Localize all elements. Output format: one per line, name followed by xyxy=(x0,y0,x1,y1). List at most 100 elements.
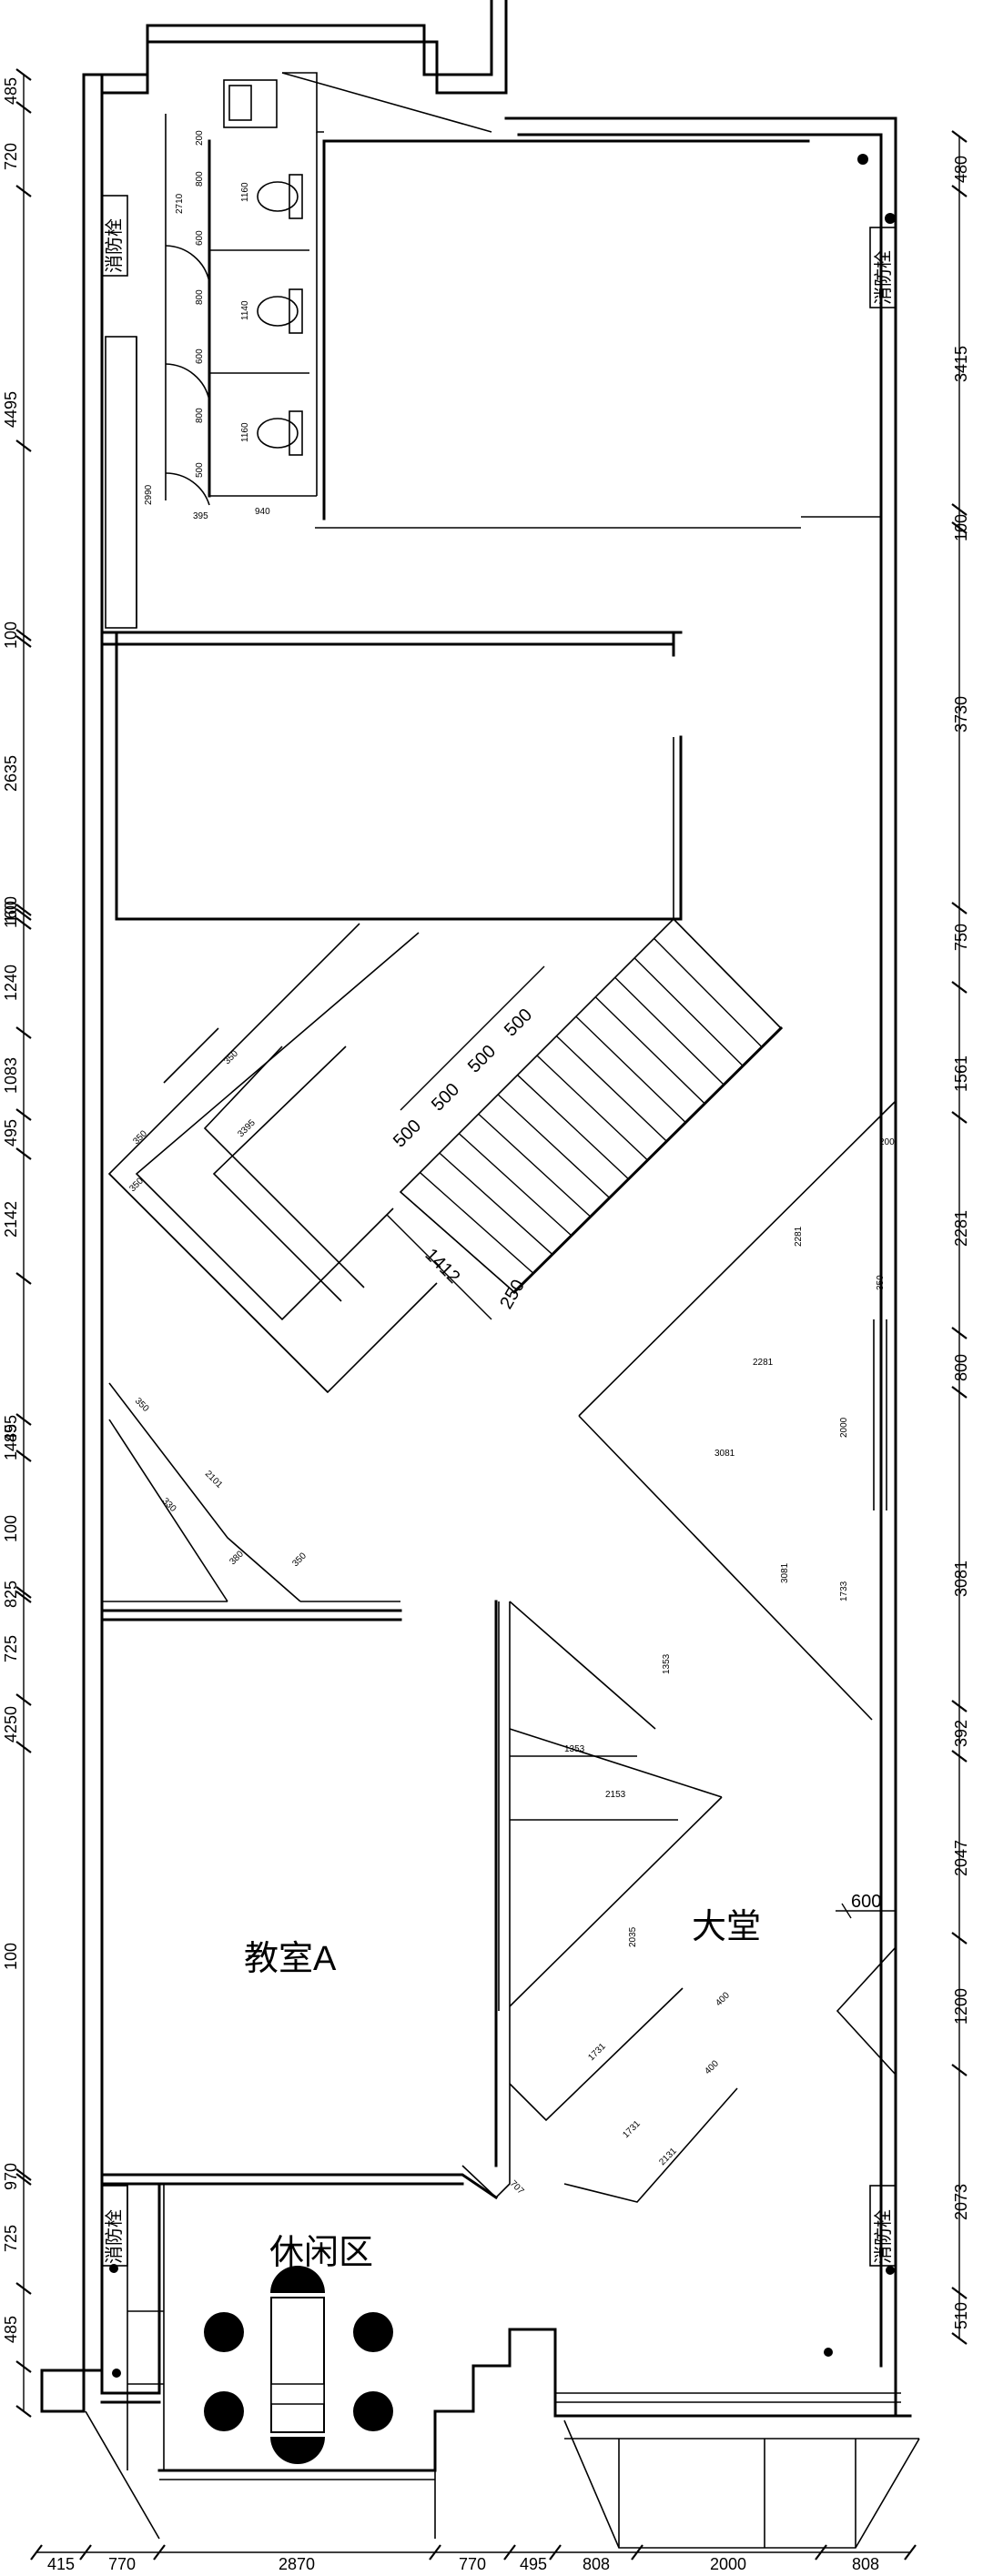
stair-tread xyxy=(654,937,763,1048)
tri-dim: 707 xyxy=(508,2178,526,2197)
stair-tread xyxy=(594,996,705,1105)
dim-tick xyxy=(951,1700,968,1712)
bottom-dim-label: 2000 xyxy=(710,2555,746,2573)
right-dimension-line: 4803415100373075015612281800308139220471… xyxy=(951,130,970,2345)
left-dim-label: 4250 xyxy=(2,1706,20,1743)
tri-dim: 1353 xyxy=(564,1744,585,1754)
ramp-dim: 2101 xyxy=(203,1469,225,1490)
dim-tick xyxy=(15,101,32,114)
room-label-classroom: 教室A xyxy=(244,1940,337,1978)
right-dim-label: 1561 xyxy=(952,1056,970,1092)
toilet-dim: 600 xyxy=(195,349,205,364)
dim-tick xyxy=(15,2173,32,2186)
stair-tread xyxy=(400,1191,515,1293)
ramp: 3395 350 350 350 350 2101 330 380 350 xyxy=(102,923,438,1602)
stair-tread xyxy=(614,976,725,1086)
dim-tick xyxy=(15,908,32,921)
outer-walls xyxy=(40,0,912,2480)
staircase: 500 500 500 500 1412 250 xyxy=(386,917,784,1320)
bottom-dim-label: 495 xyxy=(520,2555,547,2573)
toilet-icon xyxy=(257,288,303,334)
dim-tick xyxy=(951,503,968,516)
right-dim-label: 2047 xyxy=(952,1840,970,1876)
toilet-dim: 500 xyxy=(195,462,205,478)
dim-tick xyxy=(503,2544,516,2561)
dim-tick xyxy=(15,2405,32,2418)
stair-dim: 500 xyxy=(501,1005,536,1040)
toilet-dim: 200 xyxy=(195,130,205,146)
chair-icon xyxy=(270,2266,325,2293)
chair-icon xyxy=(270,2437,325,2464)
room-label-lobby: 大堂 xyxy=(692,1908,761,1946)
stair-tread xyxy=(517,1074,630,1180)
toilet-dim: 1160 xyxy=(240,422,250,442)
stair-tread xyxy=(419,1172,534,1274)
tri-dim: 3081 xyxy=(714,1449,735,1459)
right-dim-label: 392 xyxy=(952,1720,970,1747)
toilet-dim: 800 xyxy=(195,408,205,423)
stair-dim: 500 xyxy=(390,1116,425,1151)
dim-tick xyxy=(15,68,32,81)
left-dim-label: 725 xyxy=(2,2225,20,2252)
toilet-dim: 940 xyxy=(255,507,270,517)
right-dim-label: 3081 xyxy=(952,1561,970,1597)
bottom-dim-label: 415 xyxy=(47,2555,75,2573)
dim-tick xyxy=(904,2544,917,2561)
table-set xyxy=(204,2266,393,2464)
toilet-dim: 1140 xyxy=(240,300,250,320)
dim-tick xyxy=(79,2544,92,2561)
right-dim-label: 3730 xyxy=(952,696,970,732)
right-dim-label: 800 xyxy=(952,1354,970,1381)
chair-icon xyxy=(204,2312,244,2352)
lobby-partitions: 2281 3081 2281 2000 3081 1733 1353 1353 … xyxy=(461,1100,897,2203)
left-dim-label: 495 xyxy=(2,1119,20,1147)
dim-tick xyxy=(15,1591,32,1603)
right-dim-label: 1200 xyxy=(952,1988,970,2025)
right-dim-label: 2281 xyxy=(952,1210,970,1247)
dim-tick xyxy=(15,2168,32,2181)
upper-room xyxy=(100,139,881,921)
tri-dim: 2035 xyxy=(628,1926,638,1947)
dim-tick xyxy=(951,185,968,197)
left-dim-label: 4495 xyxy=(2,391,20,428)
table xyxy=(270,2297,325,2433)
hydrant-box: 消防栓 xyxy=(101,2185,128,2267)
ramp-dim: 350 xyxy=(290,1551,309,1569)
right-dim-label: 750 xyxy=(952,924,970,951)
left-dim-label: 100 xyxy=(2,621,20,649)
bottom-dim-label: 2870 xyxy=(279,2555,315,2573)
toilet-dim: 395 xyxy=(193,511,208,521)
dim-tick xyxy=(15,2360,32,2373)
dim-tick xyxy=(951,2332,968,2345)
bottom-dim-label: 808 xyxy=(583,2555,610,2573)
dim-tick xyxy=(951,1111,968,1124)
tri-dim: 400 xyxy=(703,2058,721,2076)
dim-tick xyxy=(951,2064,968,2076)
tri-dim: 1353 xyxy=(662,1653,672,1674)
lobby-dim-label: 600 xyxy=(851,1892,881,1912)
right-dim-label: 100 xyxy=(952,514,970,541)
left-dim-label: 160 xyxy=(2,901,20,928)
left-dim-label: 725 xyxy=(2,1635,20,1662)
dim-tick xyxy=(15,1413,32,1426)
right-dim-label: 2073 xyxy=(952,2184,970,2220)
stair-tread xyxy=(478,1113,592,1217)
left-dim-label: 2142 xyxy=(2,1201,20,1237)
dim-tick xyxy=(549,2544,562,2561)
right-dim-label: 3415 xyxy=(952,346,970,382)
dim-tick xyxy=(951,1386,968,1399)
table-band xyxy=(270,2383,325,2405)
left-dim-label: 485 xyxy=(2,77,20,105)
ramp-dim: 350 xyxy=(127,1176,146,1194)
stair-tread xyxy=(497,1094,611,1198)
tri-dim: 2281 xyxy=(753,1358,774,1368)
tri-dim: 1731 xyxy=(621,2118,643,2140)
hydrant-label: 消防栓 xyxy=(873,2209,894,2264)
bottom-dim-label: 770 xyxy=(459,2555,486,2573)
ramp-dim: 350 xyxy=(222,1048,240,1066)
stair-tread xyxy=(458,1133,573,1237)
left-dim-label: 1083 xyxy=(2,1057,20,1094)
left-dim-label: 720 xyxy=(2,143,20,170)
